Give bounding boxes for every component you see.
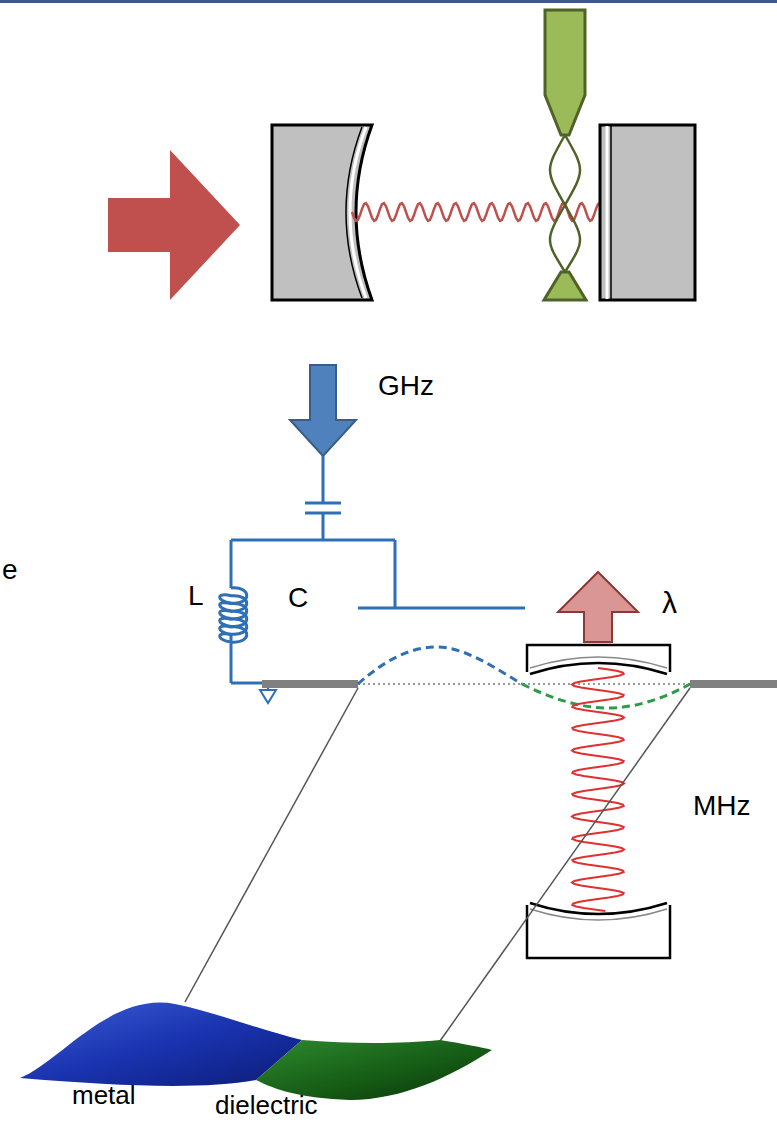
leader-line — [185, 688, 358, 1002]
membrane-clamp — [690, 680, 777, 688]
frequency-label: GHz — [378, 372, 434, 400]
leader-line — [440, 688, 690, 1041]
mirror-coating — [606, 126, 609, 299]
curved-mirror — [272, 125, 372, 300]
dielectric-region — [256, 1040, 492, 1100]
cavity-mirror — [530, 663, 667, 674]
frequency-label: MHz — [693, 792, 751, 820]
membrane-clamp — [545, 10, 585, 135]
membrane-mode — [550, 135, 580, 272]
membrane-mode — [550, 135, 580, 272]
component-label: C — [288, 584, 308, 612]
flat-mirror — [600, 125, 695, 300]
metal-region — [20, 1003, 302, 1086]
membrane-clamp — [544, 272, 586, 300]
cavity-mirror — [530, 903, 667, 914]
microwave-drive-arrow — [290, 365, 356, 456]
lc-circuit — [220, 456, 525, 683]
membrane-metal-mode — [358, 647, 522, 684]
component-label: L — [188, 582, 204, 610]
wavelength-label: λ — [662, 588, 677, 618]
cavity-field — [572, 668, 624, 911]
membrane-clamp — [262, 680, 358, 688]
optical-output-arrow — [558, 572, 638, 642]
material-label: metal — [72, 1082, 136, 1108]
cavity-mirror — [530, 909, 667, 920]
input-arrow — [108, 150, 240, 300]
ground-symbol — [260, 690, 276, 703]
top-bar — [0, 0, 777, 3]
membrane-dielectric-mode — [522, 684, 690, 708]
cavity-mirror — [530, 657, 667, 668]
material-label: dielectric — [215, 1092, 318, 1118]
mirror-coating — [610, 126, 612, 299]
cropped-text: e — [2, 556, 18, 584]
